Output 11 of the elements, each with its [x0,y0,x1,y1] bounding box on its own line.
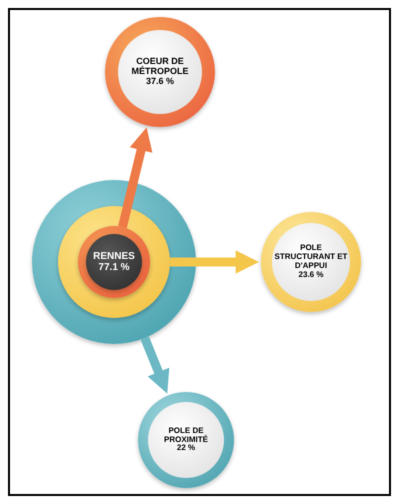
arrow [170,250,260,274]
percentage: 22 % [176,444,196,454]
place-name: POLE STRUCTURANT ET D'APPUI [274,244,348,271]
percentage: 77.1 % [98,262,130,273]
place-name: POLE DE PROXIMITÉ [162,426,209,444]
arrow [118,127,152,228]
percentage: 23.6 % [298,270,324,280]
percentage: 37.6 % [146,76,174,87]
place-name: RENNES [93,251,135,262]
place-name: COEUR DE MÉTROPOLE [130,57,190,77]
arrow [140,336,170,394]
